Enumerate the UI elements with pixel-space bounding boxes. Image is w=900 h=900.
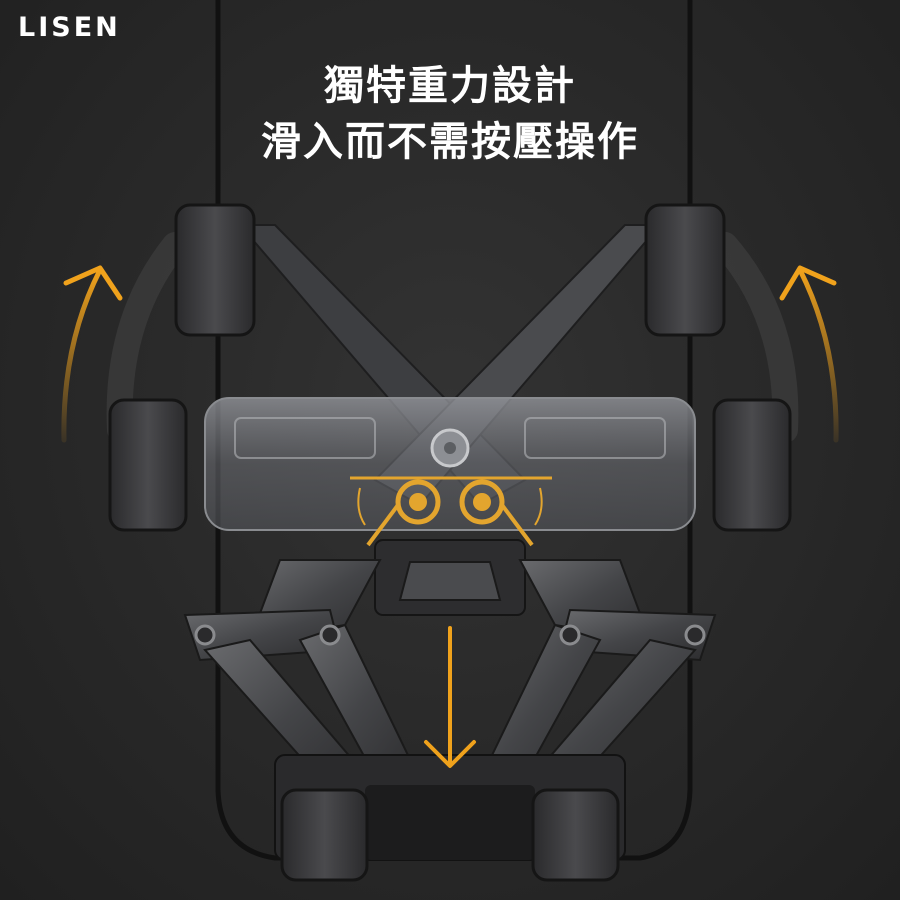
lower-side-pads: [108, 398, 792, 532]
headline-line-1: 獨特重力設計: [324, 63, 576, 109]
curved-arrow-up-icon: [779, 265, 839, 443]
pivot-pins: [194, 624, 706, 646]
upper-side-pads: [174, 203, 726, 337]
headline: 獨特重力設計 滑入而不需按壓操作: [0, 58, 900, 170]
headline-line-2: 滑入而不需按壓操作: [261, 119, 639, 165]
lower-linkage: [183, 559, 717, 792]
center-block: [374, 539, 526, 616]
springs: [350, 476, 552, 547]
bottom-cradle: [274, 754, 626, 882]
center-housing: [204, 397, 696, 531]
arrow-down-icon: [424, 626, 476, 768]
brand-logo: LISEN: [18, 12, 121, 43]
curved-arrow-up-icon: [61, 265, 123, 443]
